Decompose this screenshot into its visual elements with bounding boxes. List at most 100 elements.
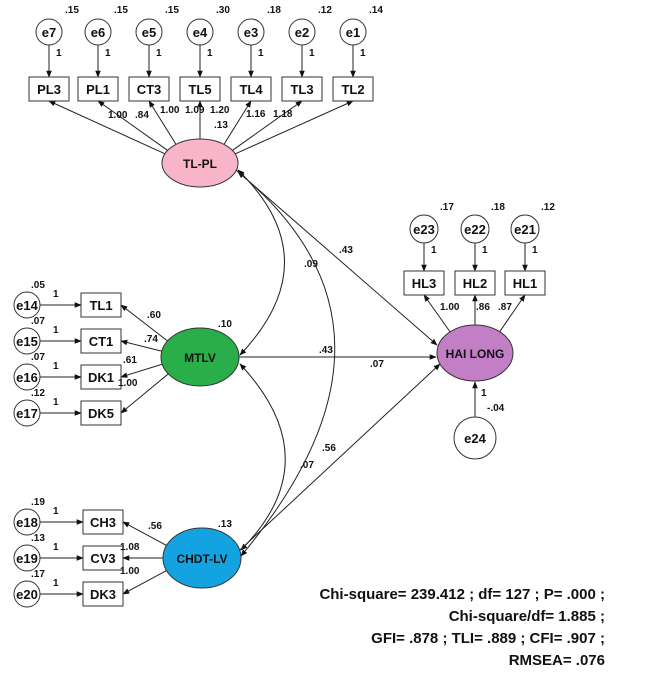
error-label: e18 <box>16 515 38 530</box>
loading-arrow-tl1 <box>120 304 169 342</box>
latent-tl-pl <box>161 138 239 188</box>
error-variance-label: .07 <box>31 316 45 327</box>
indicator-box-pl3 <box>28 76 70 102</box>
error-circle-e2 <box>288 18 316 46</box>
latent-chdt-lv <box>162 527 242 589</box>
fixed-weight-label: 1 <box>53 542 59 553</box>
error-circle-e19 <box>13 544 41 572</box>
indicator-box-ct1 <box>80 328 122 354</box>
loading-arrow-ct3 <box>148 100 177 146</box>
error-label: e17 <box>16 406 38 421</box>
indicator-label: CT3 <box>137 82 162 97</box>
loading-arrow-hl1 <box>498 294 526 333</box>
error-label: e14 <box>16 298 38 313</box>
error-label: e19 <box>16 551 38 566</box>
error-variance-label: .15 <box>165 5 179 16</box>
loading-arrow-pl1 <box>97 100 169 152</box>
indicator-box-cv3 <box>82 545 124 571</box>
error-circle-e1 <box>339 18 367 46</box>
indicator-box-hl2 <box>454 270 496 296</box>
path-coefficient-label: .43 <box>339 245 353 256</box>
fixed-weight-label: 1 <box>53 289 59 300</box>
indicator-label: TL1 <box>89 298 112 313</box>
error-circle-e18 <box>13 508 41 536</box>
error-label: e21 <box>514 222 536 237</box>
indicator-box-pl1 <box>77 76 119 102</box>
loading-value-label: .13 <box>214 120 228 131</box>
loading-arrow-dk5 <box>120 373 170 414</box>
error-label: e3 <box>244 25 258 40</box>
indicator-label: TL3 <box>290 82 313 97</box>
fixed-weight-label: 1 <box>53 506 59 517</box>
indicator-label: PL1 <box>86 82 110 97</box>
fixed-weight-label: 1 <box>105 48 111 59</box>
disturbance-variance-label: -.04 <box>487 403 505 414</box>
fit-stat-line-3: GFI= .878 ; TLI= .889 ; CFI= .907 ; <box>371 630 605 647</box>
fixed-weight-label: 1 <box>56 48 62 59</box>
fit-stat-line-4: RMSEA= .076 <box>508 652 605 669</box>
covariance-tlpl-chdtlv <box>237 171 336 557</box>
latent-label: TL-PL <box>183 157 217 171</box>
loading-value-label: .74 <box>144 334 158 345</box>
indicator-label: HL1 <box>513 276 538 291</box>
error-label: e23 <box>413 222 435 237</box>
error-circle-e15 <box>13 327 41 355</box>
fixed-weight-label: 1 <box>53 578 59 589</box>
covariance-mtlv-chdtlv <box>239 363 286 551</box>
fit-stat-line-1: Chi-square= 239.412 ; df= 127 ; P= .000 … <box>319 586 605 603</box>
fixed-weight-label: 1 <box>207 48 213 59</box>
error-variance-label: .17 <box>31 569 45 580</box>
loading-value-label: 1.00 <box>440 302 460 313</box>
indicator-box-dk5 <box>80 400 122 426</box>
covariance-tlpl-mtlv <box>237 169 285 356</box>
loading-value-label: 1.18 <box>273 109 293 120</box>
path-coefficient-label: .43 <box>319 345 333 356</box>
indicator-box-tl5 <box>179 76 221 102</box>
error-circle-e3 <box>237 18 265 46</box>
fixed-weight-label: 1 <box>309 48 315 59</box>
loading-arrow-ct1 <box>120 339 163 352</box>
error-label: e22 <box>464 222 486 237</box>
path-coefficient-label: .07 <box>370 359 384 370</box>
error-variance-label: .05 <box>31 280 45 291</box>
error-variance-label: .13 <box>31 533 45 544</box>
error-variance-label: .19 <box>31 497 45 508</box>
indicator-label: PL3 <box>37 82 61 97</box>
error-circle-e22 <box>460 214 490 244</box>
error-variance-label: .18 <box>491 202 505 213</box>
indicator-label: DK3 <box>90 587 116 602</box>
error-circle-e7 <box>35 18 63 46</box>
error-variance-label: .14 <box>369 5 383 16</box>
fixed-weight-label: 1 <box>532 245 538 256</box>
loading-value-label: 1.00 <box>108 110 128 121</box>
fixed-weight-label: 1 <box>53 361 59 372</box>
error-label: e4 <box>193 25 208 40</box>
fixed-weight-label: 1 <box>482 245 488 256</box>
latent-variance-label: .13 <box>218 519 232 530</box>
latent-label: MTLV <box>184 351 216 365</box>
error-variance-label: .17 <box>440 202 454 213</box>
loading-arrow-tl4 <box>223 100 252 146</box>
loading-value-label: .56 <box>148 521 162 532</box>
indicator-box-hl3 <box>403 270 445 296</box>
loading-value-label: 1.00 <box>120 566 140 577</box>
indicator-box-ct3 <box>128 76 170 102</box>
loading-arrow-pl3 <box>48 100 166 155</box>
latent-variance-label: .10 <box>218 319 232 330</box>
path-tlpl-hailong <box>235 169 438 346</box>
loading-value-label: .86 <box>476 302 490 313</box>
fixed-weight-label: 1 <box>431 245 437 256</box>
error-circle-e4 <box>186 18 214 46</box>
fixed-weight-label: 1 <box>258 48 264 59</box>
indicator-label: TL2 <box>341 82 364 97</box>
loading-arrow-tl3 <box>231 100 303 152</box>
path-coefficient-label: .56 <box>322 443 336 454</box>
loading-arrow-dk1 <box>120 363 164 378</box>
error-variance-label: .07 <box>31 352 45 363</box>
latent-hai-long <box>436 324 514 382</box>
loading-value-label: 1.08 <box>120 542 140 553</box>
loading-arrow-tl2 <box>234 100 354 155</box>
fixed-weight-label: 1 <box>53 325 59 336</box>
